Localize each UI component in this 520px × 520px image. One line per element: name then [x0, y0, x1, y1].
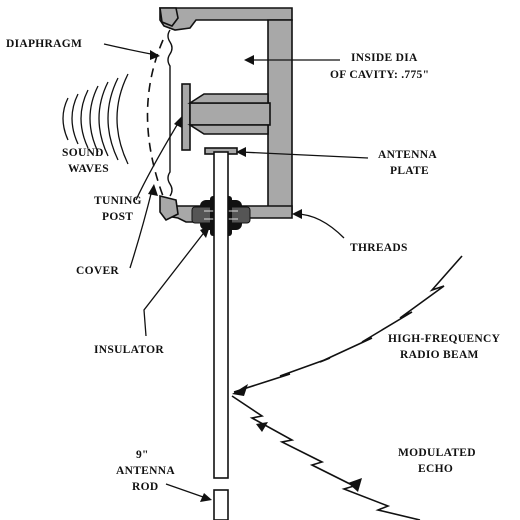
label-tuning-1: TUNING: [94, 195, 142, 207]
antenna-rod: [213, 151, 229, 520]
label-rod-3: ROD: [132, 481, 158, 493]
diaphragm: [167, 29, 173, 197]
label-diaphragm: DIAPHRAGM: [6, 38, 82, 50]
echo-arrowhead-2: [256, 422, 268, 432]
label-tuning-2: POST: [102, 211, 133, 223]
leader-lines: [103, 43, 369, 499]
label-rod-2: ANTENNA: [116, 465, 175, 477]
tuning-post: [181, 83, 271, 151]
label-antenna-plate-1: ANTENNA: [378, 149, 437, 161]
label-hf-2: RADIO BEAM: [400, 349, 479, 361]
label-antenna-plate-2: PLATE: [390, 165, 429, 177]
modulated-echo: [231, 395, 421, 520]
sound-waves: [62, 73, 129, 165]
label-echo-2: ECHO: [418, 463, 453, 475]
beam-arrowhead: [232, 384, 248, 396]
label-inside-dia-1: INSIDE DIA: [351, 52, 418, 64]
high-frequency-beam: [233, 255, 463, 393]
label-rod-1: 9": [136, 449, 149, 461]
label-echo-1: MODULATED: [398, 447, 476, 459]
label-threads: THREADS: [350, 242, 408, 254]
echo-arrowhead: [348, 478, 362, 492]
labels: DIAPHRAGM INSIDE DIA OF CAVITY: .775" SO…: [6, 38, 501, 493]
label-inside-dia-2: OF CAVITY: .775": [330, 69, 429, 81]
label-sound-1: SOUND: [62, 147, 104, 159]
leader-arrowheads: [148, 50, 302, 502]
label-insulator: INSULATOR: [94, 344, 164, 356]
label-sound-2: WAVES: [68, 163, 109, 175]
label-hf-1: HIGH-FREQUENCY: [388, 333, 501, 345]
label-cover: COVER: [76, 265, 119, 277]
